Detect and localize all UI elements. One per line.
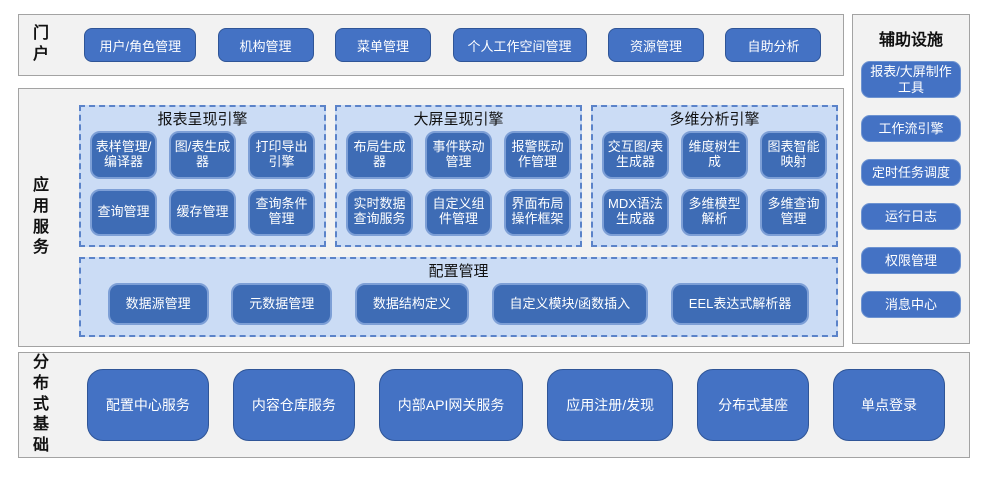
layout-generator-button[interactable]: 布局生成器 [346, 131, 413, 179]
distributed-foundation-label: 分布式基础 [19, 353, 63, 457]
distributed-buttons: 配置中心服务 内容仓库服务 内部API网关服务 应用注册/发现 分布式基座 单点… [63, 369, 969, 441]
app-services-section: 应用服务 报表呈现引擎 表样管理/编译器 图/表生成器 打印导出引擎 查询管理 … [18, 88, 844, 347]
eel-expression-parser-button[interactable]: EEL表达式解析器 [670, 283, 810, 325]
portal-label-text: 门户 [32, 25, 49, 63]
multidim-model-parsing-button[interactable]: 多维模型解析 [681, 188, 748, 236]
org-mgmt-button[interactable]: 机构管理 [217, 28, 314, 62]
app-services-label: 应用服务 [19, 89, 63, 346]
portal-label: 门户 [19, 24, 63, 66]
message-center-button[interactable]: 消息中心 [861, 291, 961, 319]
run-log-button[interactable]: 运行日志 [861, 203, 961, 231]
chart-table-generator-button[interactable]: 图/表生成器 [169, 131, 236, 179]
permission-mgmt-button[interactable]: 权限管理 [861, 247, 961, 275]
distributed-foundation-label-text: 分布式基础 [32, 354, 49, 455]
cache-mgmt-button[interactable]: 缓存管理 [169, 188, 236, 236]
bigscreen-engine-panel: 大屏呈现引擎 布局生成器 事件联动管理 报警既动作管理 实时数据查询服务 自定义… [335, 105, 582, 247]
self-service-analysis-button[interactable]: 自助分析 [725, 28, 822, 62]
distributed-base-button[interactable]: 分布式基座 [697, 369, 810, 441]
multidim-query-mgmt-button[interactable]: 多维查询管理 [760, 188, 827, 236]
internal-api-gateway-service-button[interactable]: 内部API网关服务 [378, 369, 524, 441]
data-structure-definition-button[interactable]: 数据结构定义 [354, 283, 469, 325]
datasource-mgmt-button[interactable]: 数据源管理 [107, 283, 209, 325]
query-condition-mgmt-button[interactable]: 查询条件管理 [248, 188, 315, 236]
dimension-tree-generation-button[interactable]: 维度树生成 [681, 131, 748, 179]
auxiliary-buttons: 报表/大屏制作工具 工作流引擎 定时任务调度 运行日志 权限管理 消息中心 [853, 53, 969, 343]
engines-row: 报表呈现引擎 表样管理/编译器 图/表生成器 打印导出引擎 查询管理 缓存管理 … [79, 105, 838, 247]
ui-layout-framework-button[interactable]: 界面布局操作框架 [504, 188, 571, 236]
report-engine-grid: 表样管理/编译器 图/表生成器 打印导出引擎 查询管理 缓存管理 查询条件管理 [90, 131, 315, 236]
config-mgmt-title: 配置管理 [428, 263, 489, 280]
distributed-foundation-section: 分布式基础 配置中心服务 内容仓库服务 内部API网关服务 应用注册/发现 分布… [18, 352, 970, 458]
config-mgmt-panel: 配置管理 数据源管理 元数据管理 数据结构定义 自定义模块/函数插入 EEL表达… [79, 257, 838, 337]
mdx-syntax-generator-button[interactable]: MDX语法生成器 [602, 188, 669, 236]
bigscreen-engine-grid: 布局生成器 事件联动管理 报警既动作管理 实时数据查询服务 自定义组件管理 界面… [346, 131, 571, 236]
interactive-chart-generator-button[interactable]: 交互图/表生成器 [602, 131, 669, 179]
custom-module-function-insert-button[interactable]: 自定义模块/函数插入 [491, 283, 649, 325]
single-sign-on-button[interactable]: 单点登录 [833, 369, 945, 441]
scheduled-task-scheduler-button[interactable]: 定时任务调度 [861, 159, 961, 187]
metadata-mgmt-button[interactable]: 元数据管理 [231, 283, 333, 325]
app-services-label-text: 应用服务 [32, 176, 49, 257]
config-center-service-button[interactable]: 配置中心服务 [86, 369, 209, 441]
workflow-engine-button[interactable]: 工作流引擎 [861, 115, 961, 143]
report-engine-panel: 报表呈现引擎 表样管理/编译器 图/表生成器 打印导出引擎 查询管理 缓存管理 … [79, 105, 326, 247]
bigscreen-engine-title: 大屏呈现引擎 [413, 111, 504, 128]
resource-mgmt-button[interactable]: 资源管理 [607, 28, 704, 62]
app-services-content: 报表呈现引擎 表样管理/编译器 图/表生成器 打印导出引擎 查询管理 缓存管理 … [63, 89, 843, 346]
portal-buttons: 用户/角色管理 机构管理 菜单管理 个人工作空间管理 资源管理 自助分析 [63, 28, 843, 62]
portal-section: 门户 用户/角色管理 机构管理 菜单管理 个人工作空间管理 资源管理 自助分析 [18, 14, 844, 76]
realtime-data-query-service-button[interactable]: 实时数据查询服务 [346, 188, 413, 236]
print-export-engine-button[interactable]: 打印导出引擎 [248, 131, 315, 179]
auxiliary-facilities-title: 辅助设施 [878, 32, 943, 49]
app-registration-discovery-button[interactable]: 应用注册/发现 [547, 369, 674, 441]
auxiliary-facilities-section: 辅助设施 报表/大屏制作工具 工作流引擎 定时任务调度 运行日志 权限管理 消息… [852, 14, 970, 344]
olap-engine-title: 多维分析引擎 [669, 111, 760, 128]
menu-mgmt-button[interactable]: 菜单管理 [335, 28, 432, 62]
template-mgmt-compiler-button[interactable]: 表样管理/编译器 [90, 131, 157, 179]
alarm-action-mgmt-button[interactable]: 报警既动作管理 [504, 131, 571, 179]
content-repo-service-button[interactable]: 内容仓库服务 [232, 369, 355, 441]
user-role-mgmt-button[interactable]: 用户/角色管理 [84, 28, 197, 62]
personal-workspace-mgmt-button[interactable]: 个人工作空间管理 [452, 28, 587, 62]
query-mgmt-button[interactable]: 查询管理 [90, 188, 157, 236]
event-linkage-mgmt-button[interactable]: 事件联动管理 [425, 131, 492, 179]
olap-engine-panel: 多维分析引擎 交互图/表生成器 维度树生成 图表智能映射 MDX语法生成器 多维… [591, 105, 838, 247]
chart-smart-mapping-button[interactable]: 图表智能映射 [760, 131, 827, 179]
report-engine-title: 报表呈现引擎 [157, 111, 248, 128]
olap-engine-grid: 交互图/表生成器 维度树生成 图表智能映射 MDX语法生成器 多维模型解析 多维… [602, 131, 827, 236]
report-bigscreen-tool-button[interactable]: 报表/大屏制作工具 [861, 61, 961, 99]
custom-component-mgmt-button[interactable]: 自定义组件管理 [425, 188, 492, 236]
config-mgmt-row: 数据源管理 元数据管理 数据结构定义 自定义模块/函数插入 EEL表达式解析器 [93, 283, 824, 325]
